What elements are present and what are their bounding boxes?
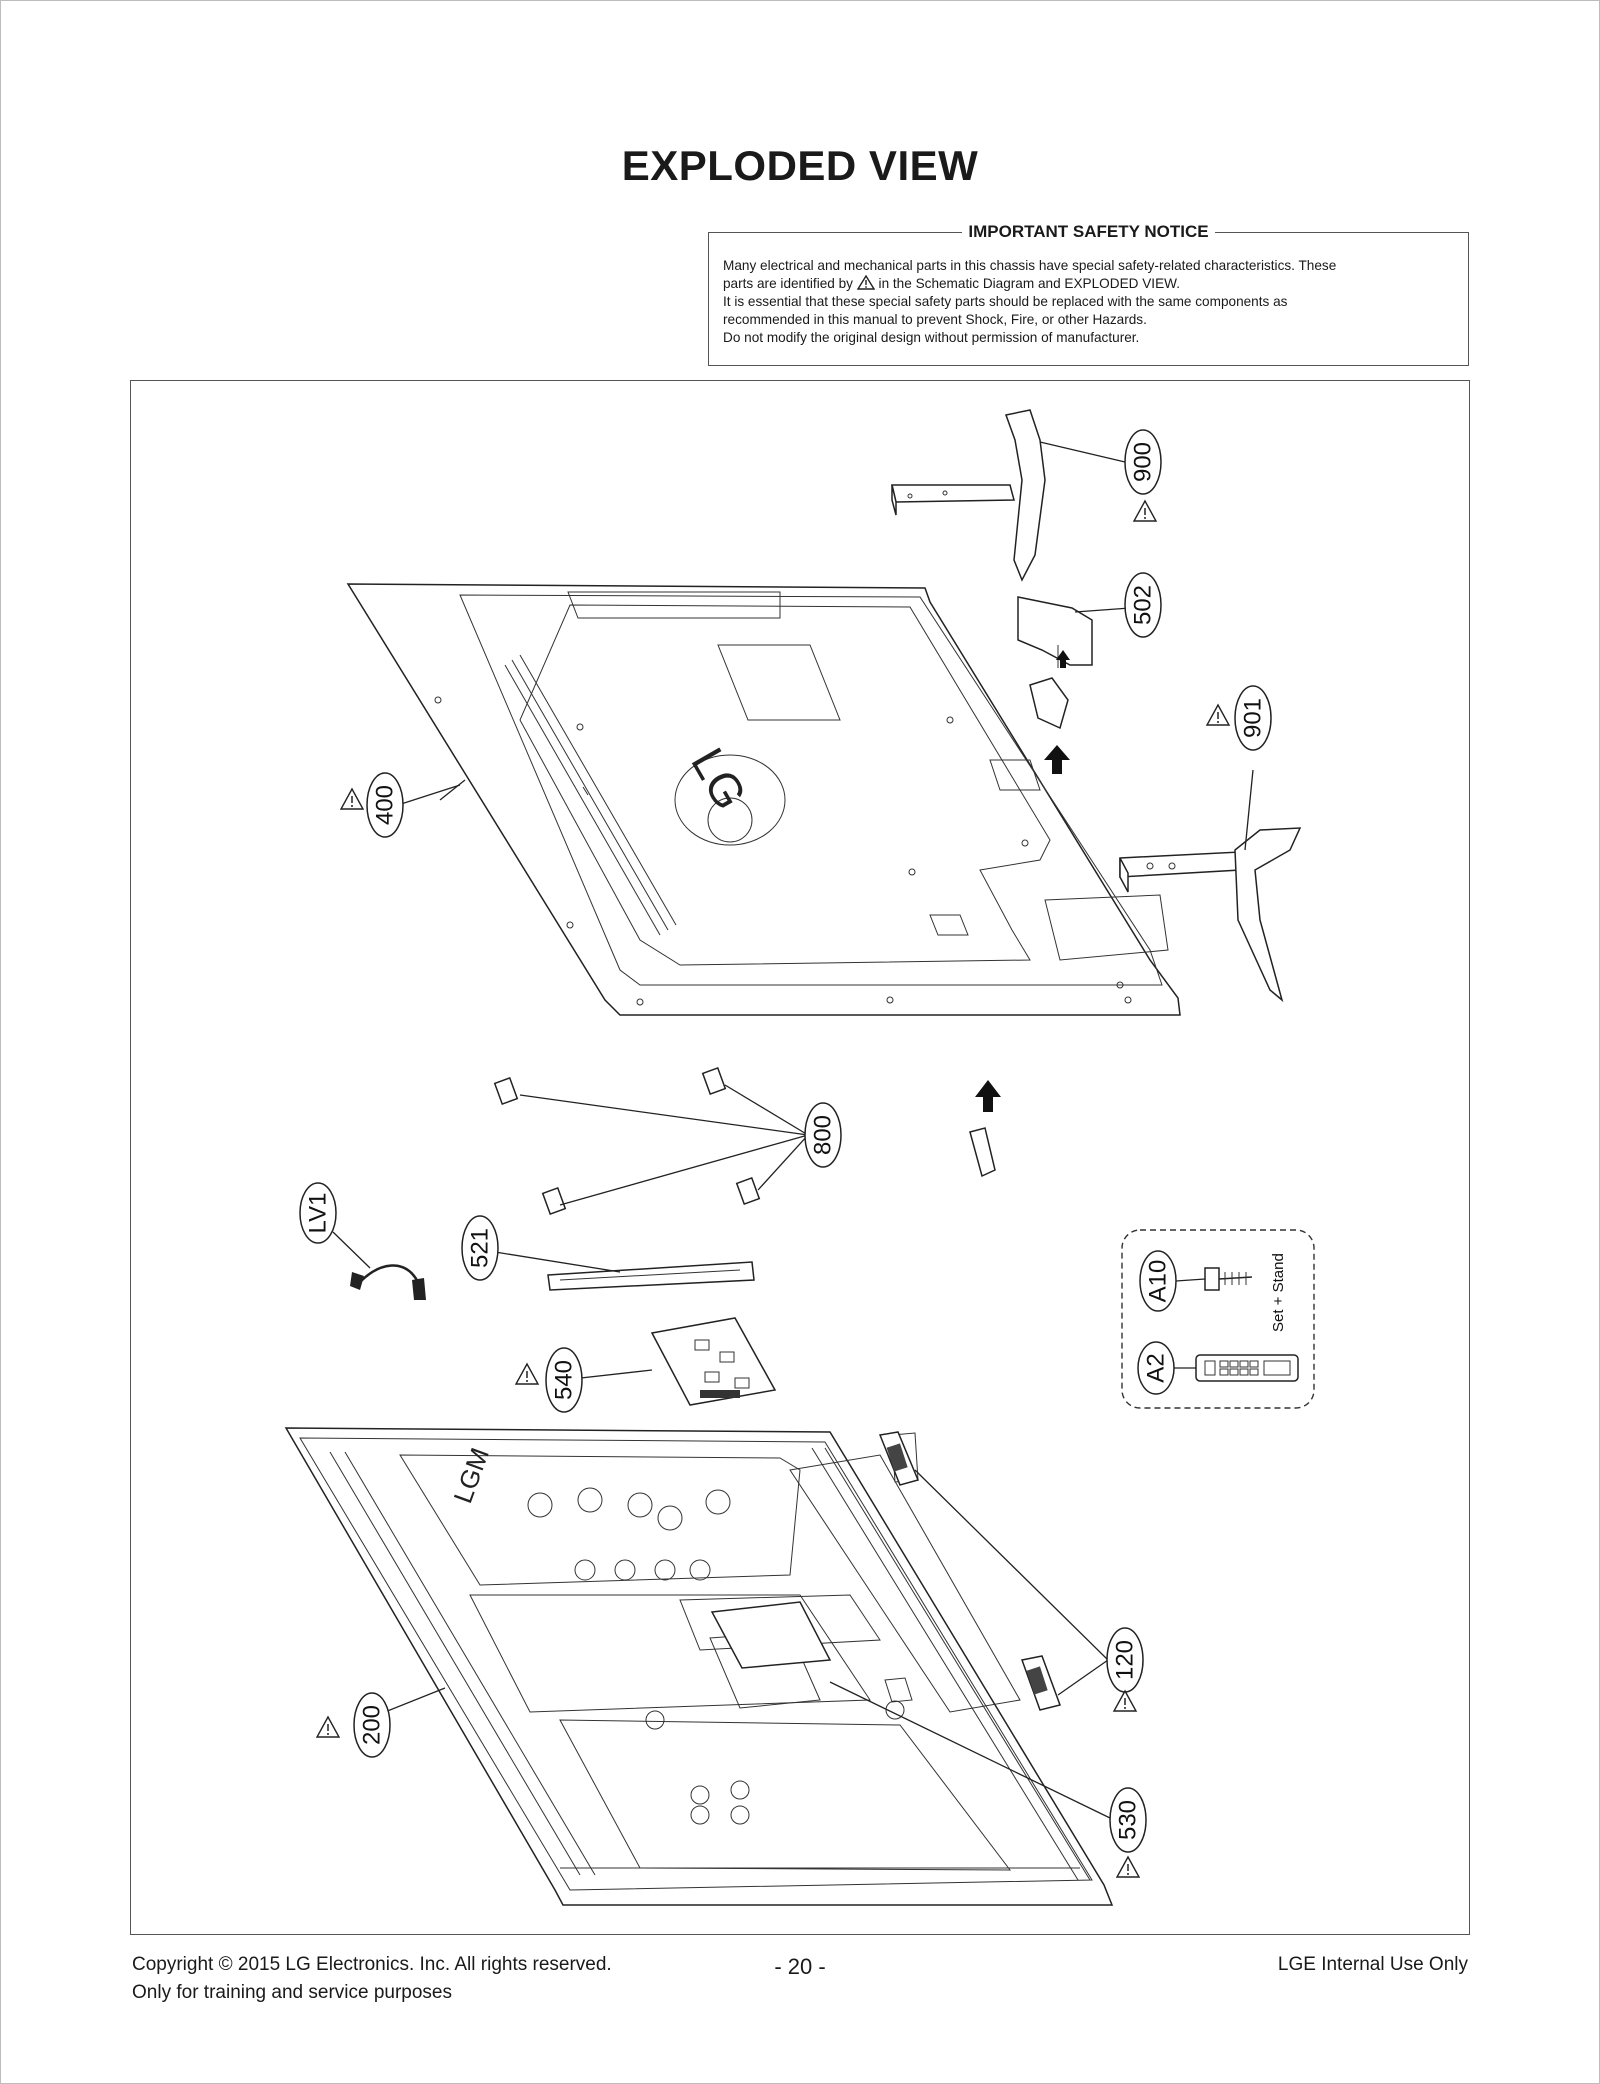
stand-base-901 [1119,827,1302,1003]
diagram-frame [130,380,1470,1935]
svg-text:800: 800 [810,1115,837,1155]
svg-text:502: 502 [1130,585,1157,625]
notice-line-5: Do not modify the original design withou… [723,330,1140,345]
warning-triangle-icon [515,1363,539,1385]
callout-800: 800 [804,1102,842,1168]
cable-lv1 [350,1264,426,1300]
callout-lv1: LV1 [299,1182,337,1244]
clips-800 [493,1066,996,1216]
accessory-dashed-box [1121,1229,1315,1409]
back-cover-400: LG [346,583,1181,1016]
assembly-arrows [975,650,1070,1112]
safety-notice-heading: IMPORTANT SAFETY NOTICE [962,222,1215,241]
main-board-540 [650,1317,777,1406]
stand-neck-900 [891,409,1046,582]
warning-triangle-icon [1133,500,1157,522]
footer-training-note: Only for training and service purposes [132,1982,452,2003]
page-title: EXPLODED VIEW [621,142,979,189]
warning-triangle-icon [316,1716,340,1738]
warning-triangle-icon [1206,704,1230,726]
notice-line-2: parts are identified by in the Schematic… [723,275,1180,291]
warning-triangle-icon [1113,1690,1137,1712]
callout-200: 200 [353,1692,391,1758]
notice-line-4: recommended in this manual to prevent Sh… [723,312,1147,327]
screw-a10 [1204,1267,1253,1291]
callout-400: 400 [366,772,404,838]
svg-text:A2: A2 [1143,1353,1170,1382]
safety-notice-box: IMPORTANT SAFETY NOTICE Many electrical … [708,222,1469,366]
svg-text:540: 540 [551,1360,578,1400]
board-521 [547,1261,755,1291]
safety-notice-body: Many electrical and mechanical parts in … [723,257,1454,347]
warning-triangle-icon [340,788,364,810]
callout-502: 502 [1124,572,1162,638]
callout-530: 530 [1109,1787,1147,1853]
boards-120 [878,1431,1061,1711]
notice-line-1: Many electrical and mechanical parts in … [723,258,1337,273]
notice-line-3: It is essential that these special safet… [723,294,1288,309]
svg-text:530: 530 [1115,1800,1142,1840]
board-530 [710,1601,913,1703]
svg-text:900: 900 [1130,442,1157,482]
display-panel-200: LGM [284,1427,1114,1906]
callout-120: 120 [1106,1627,1144,1693]
svg-text:LV1: LV1 [305,1193,332,1234]
svg-text:400: 400 [372,785,399,825]
callout-540: 540 [545,1347,583,1413]
svg-text:901: 901 [1240,698,1267,738]
warning-triangle-icon [1116,1856,1140,1878]
svg-text:200: 200 [359,1705,386,1745]
callout-900: 900 [1124,429,1162,495]
remote-control-a2 [1195,1354,1299,1382]
footer-copyright: Copyright © 2015 LG Electronics. Inc. Al… [132,1954,612,1975]
page-number: - 20 - [774,1954,826,1979]
accessory-label: Set + Stand [1270,1253,1287,1332]
callout-a10: A10 [1139,1250,1177,1312]
footer-internal-use: LGE Internal Use Only [1277,1954,1468,1975]
svg-text:120: 120 [1112,1640,1139,1680]
callout-521: 521 [461,1215,499,1281]
svg-text:A10: A10 [1145,1260,1172,1303]
svg-text:521: 521 [467,1228,494,1268]
callout-901: 901 [1234,685,1272,751]
callout-a2: A2 [1137,1341,1175,1395]
warning-triangle-icon [856,275,875,290]
stand-cover-502 [1017,596,1093,730]
